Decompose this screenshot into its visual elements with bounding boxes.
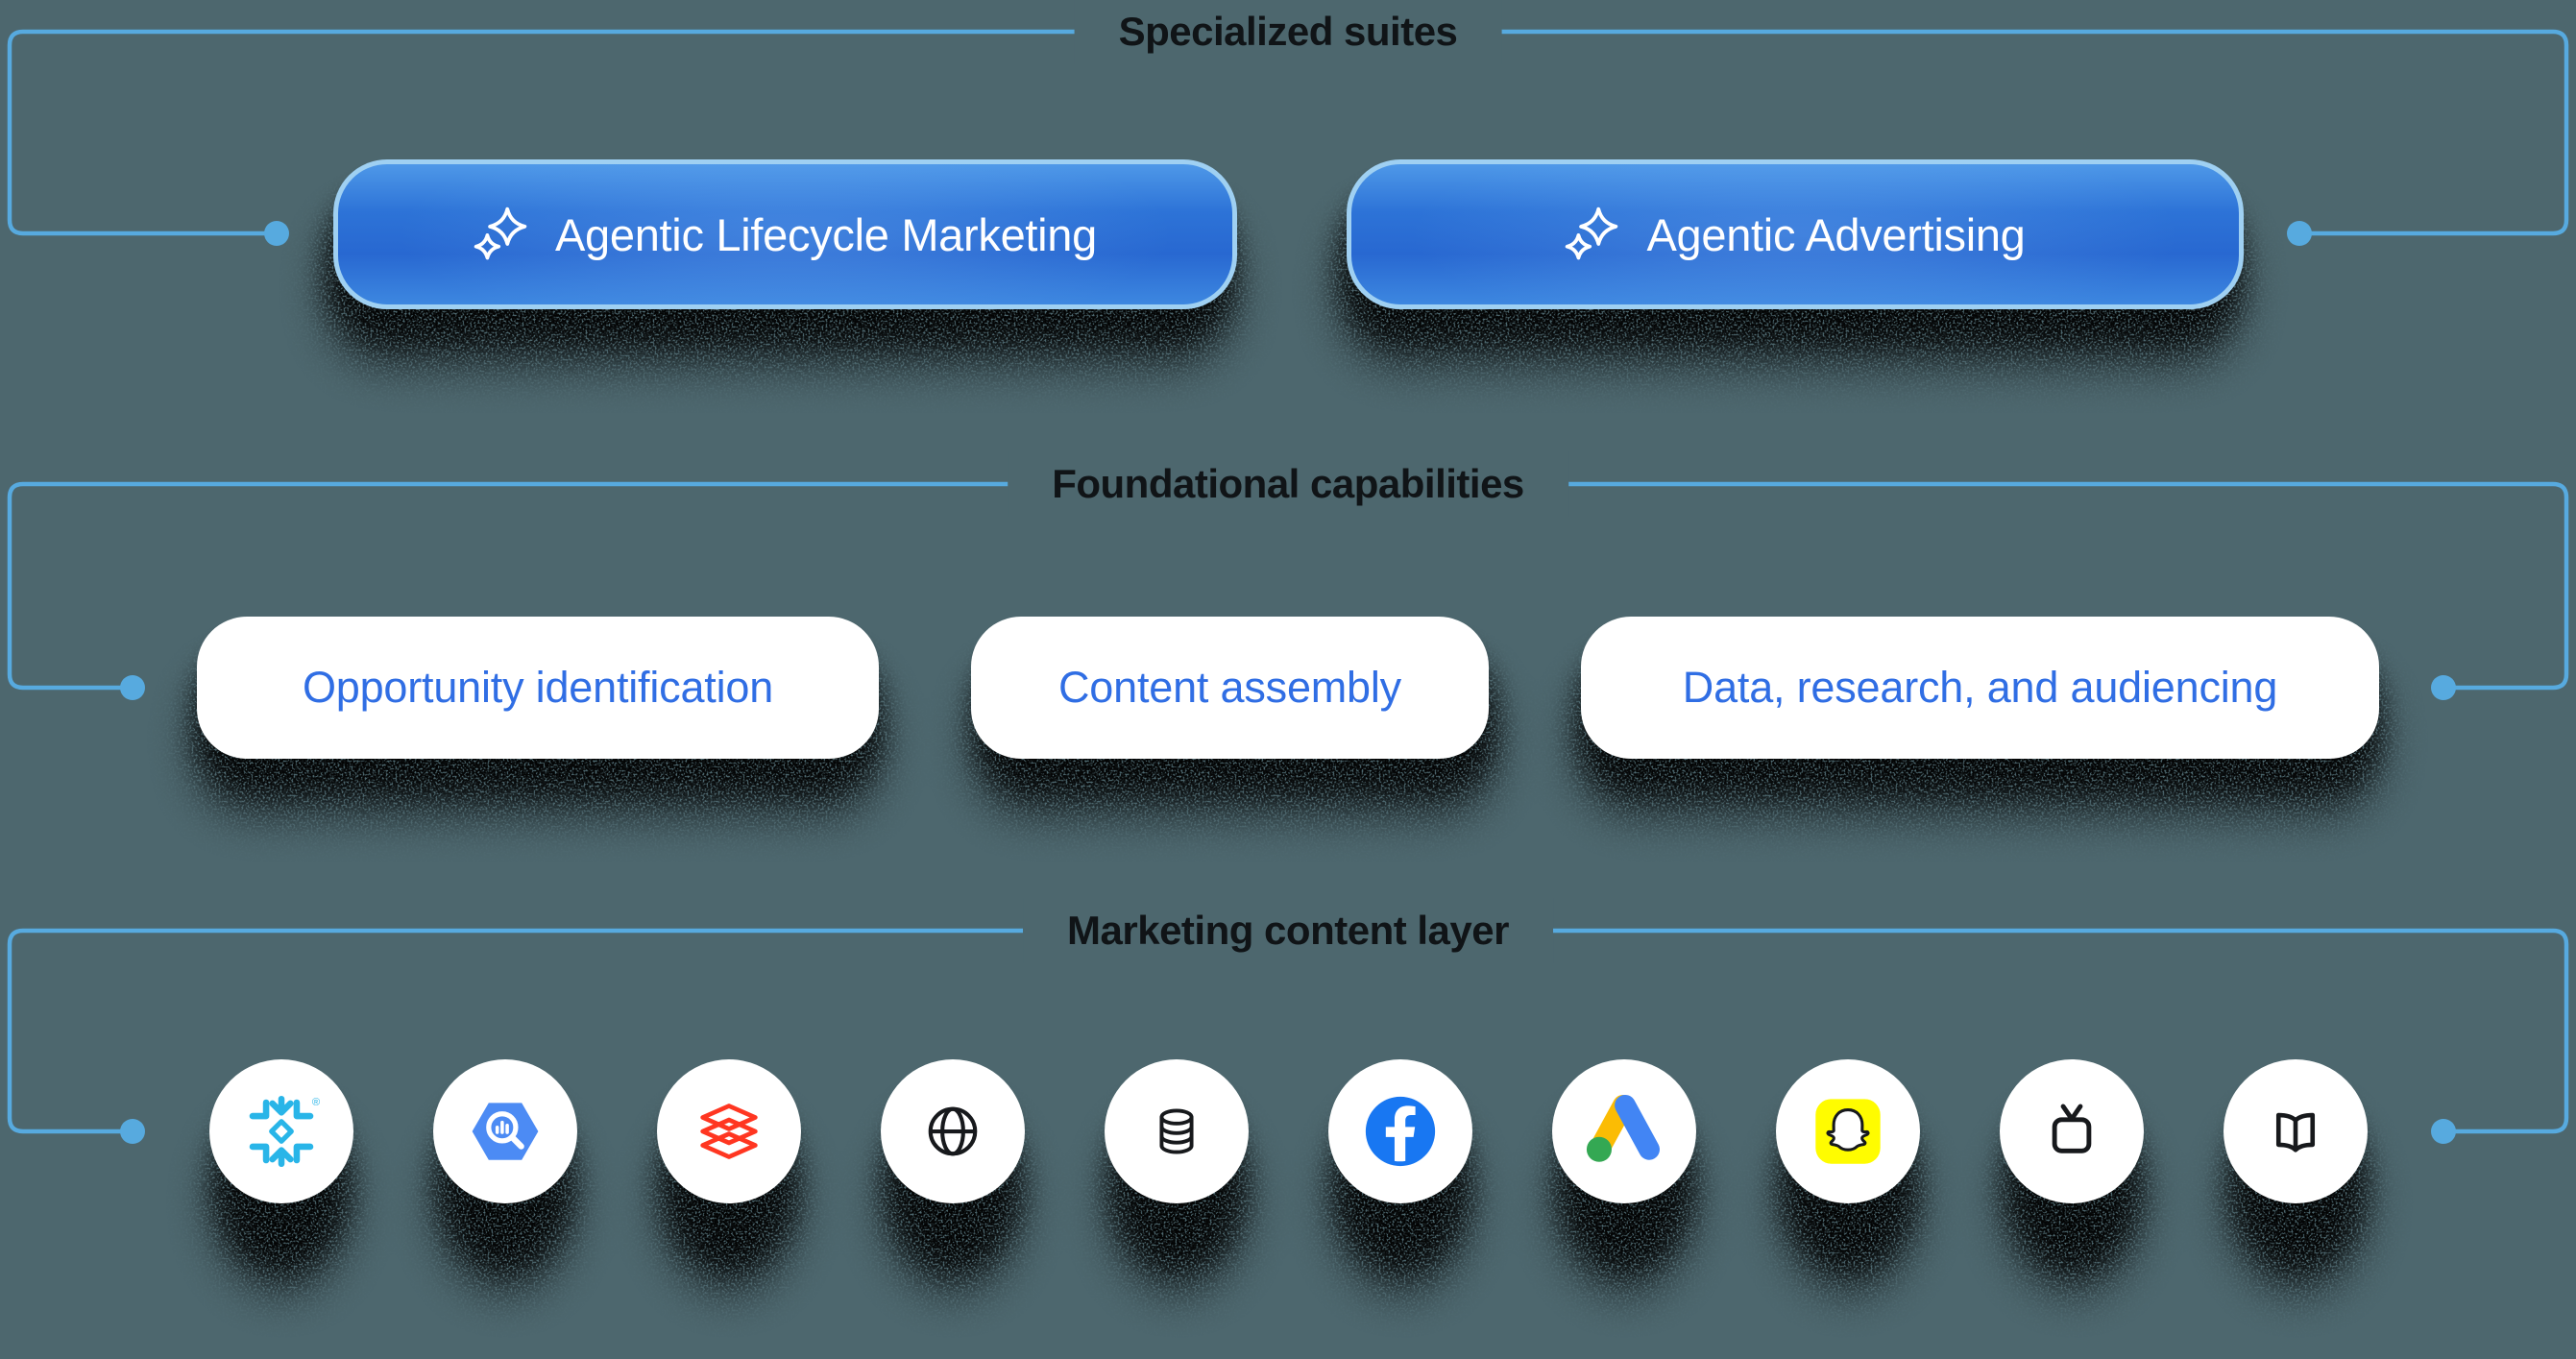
- data-research-audiencing-button[interactable]: Data, research, and audiencing: [1581, 617, 2379, 759]
- google-ads-icon: [1586, 1094, 1660, 1162]
- globe-icon: [928, 1106, 977, 1156]
- agentic-lifecycle-marketing-button[interactable]: Agentic Lifecycle Marketing: [332, 159, 1237, 309]
- logo-chip-web: [880, 1059, 1025, 1203]
- bigquery-icon: [472, 1103, 538, 1160]
- suite-button-label: Agentic Lifecycle Marketing: [554, 208, 1097, 260]
- snowflake-icon: ®: [249, 1095, 320, 1168]
- specialized-suites-row: Agentic Lifecycle Marketing Agentic Adve…: [0, 159, 2576, 309]
- opportunity-identification-button[interactable]: Opportunity identification: [197, 617, 879, 759]
- logo-chip-tv: [1999, 1059, 2144, 1203]
- capability-button-label: Content assembly: [1058, 663, 1401, 712]
- sparkle-icon: [1566, 206, 1618, 260]
- databricks-icon: [699, 1104, 758, 1159]
- snapchat-icon: [1814, 1099, 1881, 1164]
- logo-chip-publisher: [2223, 1059, 2368, 1203]
- capability-button-label: Data, research, and audiencing: [1682, 663, 2278, 712]
- section-title-marketing-content-layer: Marketing content layer: [1023, 898, 1553, 963]
- suite-button-label: Agentic Advertising: [1646, 208, 2026, 260]
- logo-chip-facebook: [1327, 1059, 1472, 1203]
- agentic-advertising-button[interactable]: Agentic Advertising: [1346, 159, 2244, 309]
- foundational-capabilities-row: Opportunity identification Content assem…: [0, 617, 2576, 759]
- logo-chip-bigquery: [432, 1059, 577, 1203]
- facebook-icon: [1365, 1096, 1435, 1167]
- section-title-specialized-suites: Specialized suites: [1074, 0, 1502, 64]
- content-assembly-button[interactable]: Content assembly: [971, 617, 1489, 759]
- logo-chip-data-store: [1104, 1059, 1249, 1203]
- marketing-content-layer-row: ®: [0, 1059, 2576, 1203]
- svg-text:®: ®: [311, 1097, 320, 1108]
- logo-chip-databricks: [656, 1059, 801, 1203]
- section-title-foundational-capabilities: Foundational capabilities: [1008, 451, 1568, 517]
- database-icon: [1158, 1108, 1194, 1154]
- logo-chip-snapchat: [1775, 1059, 1920, 1203]
- sparkle-icon: [474, 206, 527, 260]
- book-icon: [2275, 1112, 2315, 1153]
- capability-button-label: Opportunity identification: [302, 663, 774, 712]
- logo-chip-google-ads: [1551, 1059, 1696, 1203]
- logo-chip-snowflake: ®: [208, 1059, 353, 1203]
- connector-dots: [120, 221, 2456, 1144]
- tv-icon: [2052, 1104, 2091, 1153]
